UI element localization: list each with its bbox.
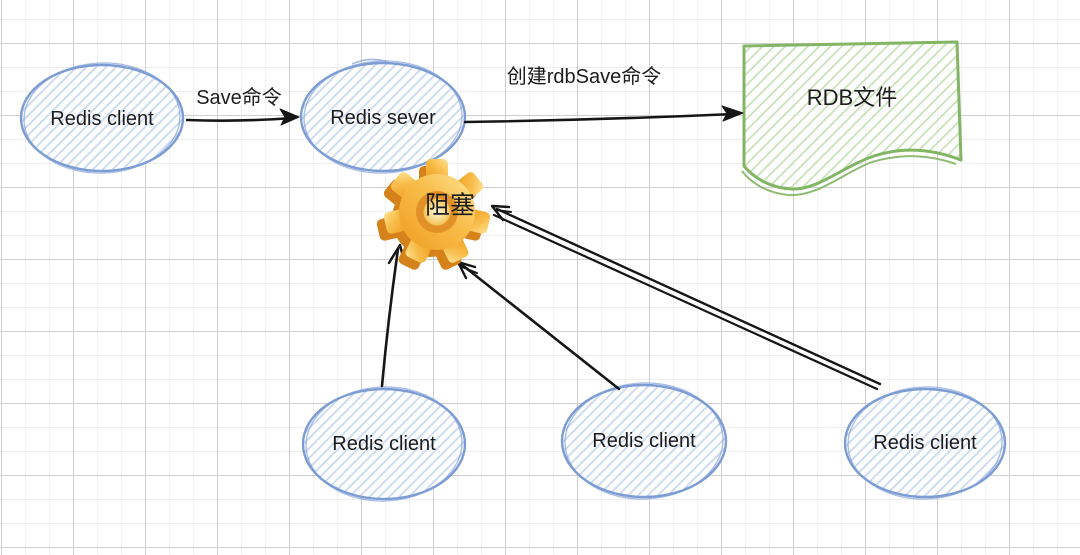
blocking-gear-icon — [375, 159, 492, 272]
edge-save-command-arrow — [185, 108, 300, 126]
node-redis-client-top-left — [19, 62, 185, 174]
edge-client-left-to-gear-arrow — [380, 243, 406, 388]
node-redis-client-bottom-middle — [560, 382, 728, 500]
node-redis-client-bottom-right — [843, 386, 1007, 500]
node-rdb-file — [741, 40, 963, 197]
edge-client-right-to-gear-arrow — [490, 204, 882, 391]
label-create-rdbsave-command: 创建rdbSave命令 — [506, 66, 662, 88]
edge-client-middle-to-gear-arrow — [456, 260, 621, 391]
label-rdb-file: RDB文件 — [806, 84, 898, 110]
label-save-command: Save命令 — [196, 87, 282, 109]
edge-create-rdbsave-arrow — [463, 105, 744, 124]
node-redis-server — [299, 58, 467, 174]
label-redis-client-bottom-left: Redis client — [332, 433, 436, 455]
label-redis-server: Redis sever — [330, 107, 436, 129]
label-redis-client-bottom-right: Redis client — [873, 432, 977, 454]
label-redis-client-bottom-middle: Redis client — [592, 430, 696, 452]
label-blocking: 阻塞 — [424, 191, 476, 220]
node-redis-client-bottom-left — [301, 386, 467, 502]
label-redis-client-top-left: Redis client — [50, 108, 154, 130]
